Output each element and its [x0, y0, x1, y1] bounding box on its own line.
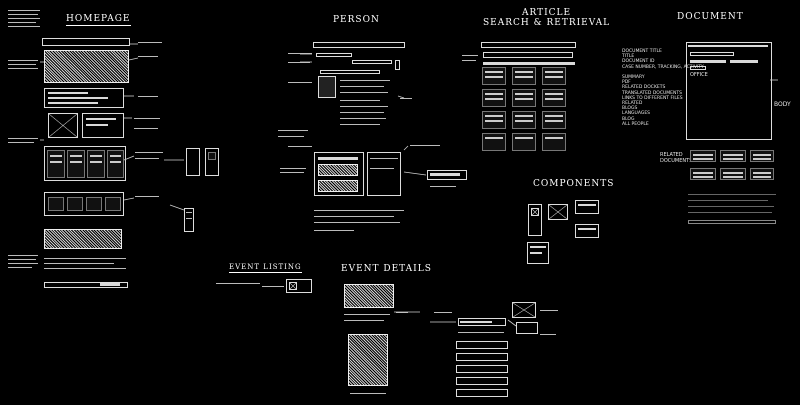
homepage-hero: [44, 50, 129, 83]
homepage-card-row: [44, 146, 126, 181]
section-title-person: Person: [333, 15, 380, 25]
component-text-card: [575, 200, 599, 214]
related-document-tile: [750, 150, 774, 162]
article-result-tile: [512, 89, 536, 107]
article-result-tile: [542, 89, 566, 107]
document-office-label: Office: [690, 72, 708, 78]
article-search-header: [481, 42, 576, 48]
component-text-card: [575, 224, 599, 238]
person-article-list: [318, 164, 358, 176]
homepage-mobile-card: [186, 148, 200, 176]
related-document-tile: [720, 150, 746, 162]
document-related-label: Related Documents: [660, 152, 693, 164]
document-field-notes: Document Title Title Document ID Case Nu…: [622, 49, 704, 127]
event-result-row: [456, 353, 508, 361]
component-card: [528, 204, 542, 236]
article-search-input: [483, 52, 573, 58]
homepage-secondary-row: [44, 192, 124, 216]
related-document-tile: [750, 168, 774, 180]
person-header-bar: [313, 42, 405, 48]
homepage-mobile-card: [205, 148, 219, 176]
document-body-label: Body: [774, 101, 791, 108]
related-document-tile: [690, 168, 716, 180]
event-sidebar-box: [516, 322, 538, 334]
related-document-tile: [720, 168, 746, 180]
event-thumbnail: [512, 302, 536, 318]
event-result-row: [456, 365, 508, 373]
event-details-hero: [344, 284, 394, 308]
homepage-card: [87, 150, 105, 178]
event-result-row: [456, 341, 508, 349]
document-title-field: [690, 52, 734, 56]
section-title-homepage: Homepage: [66, 14, 131, 26]
person-list-item: [427, 170, 467, 180]
event-search-bar: [458, 318, 506, 326]
event-listing-item: [286, 279, 312, 293]
homepage-image-placeholder: [48, 113, 78, 138]
homepage-card: [47, 150, 65, 178]
article-result-tile: [512, 133, 536, 151]
person-search-input: [316, 53, 352, 57]
section-title-article-search: Article Search & Retrieval: [483, 8, 611, 28]
person-detail-panel: [314, 152, 364, 196]
article-result-tile: [482, 133, 506, 151]
component-image: [548, 204, 568, 220]
component-list: [527, 242, 549, 264]
article-result-tile: [542, 111, 566, 129]
homepage-small-widget: [184, 208, 194, 232]
article-result-tile: [542, 67, 566, 85]
section-title-event-listing: Event Listing: [229, 263, 302, 273]
article-result-tile: [482, 67, 506, 85]
related-document-tile: [690, 150, 716, 162]
homepage-header-bar: [42, 38, 130, 46]
homepage-card: [107, 150, 124, 178]
homepage-story-block: [82, 113, 124, 138]
person-photo: [318, 76, 336, 98]
homepage-footer-bar: [44, 282, 128, 288]
homepage-card: [67, 150, 85, 178]
article-result-tile: [482, 89, 506, 107]
article-result-tile: [512, 111, 536, 129]
document-frame: [686, 42, 772, 140]
article-result-tile: [482, 111, 506, 129]
homepage-banner: [44, 229, 122, 249]
person-filter-input: [352, 60, 392, 64]
section-title-document: Document: [677, 12, 744, 22]
homepage-feature-block: [44, 88, 124, 108]
person-sidebar-box: [367, 152, 401, 196]
section-title-event-details: Event Details: [341, 264, 432, 274]
event-result-row: [456, 377, 508, 385]
article-result-tile: [512, 67, 536, 85]
section-title-components: Components: [533, 179, 615, 189]
article-result-tile: [542, 133, 566, 151]
event-result-row: [456, 389, 508, 397]
event-details-body: [348, 334, 388, 386]
